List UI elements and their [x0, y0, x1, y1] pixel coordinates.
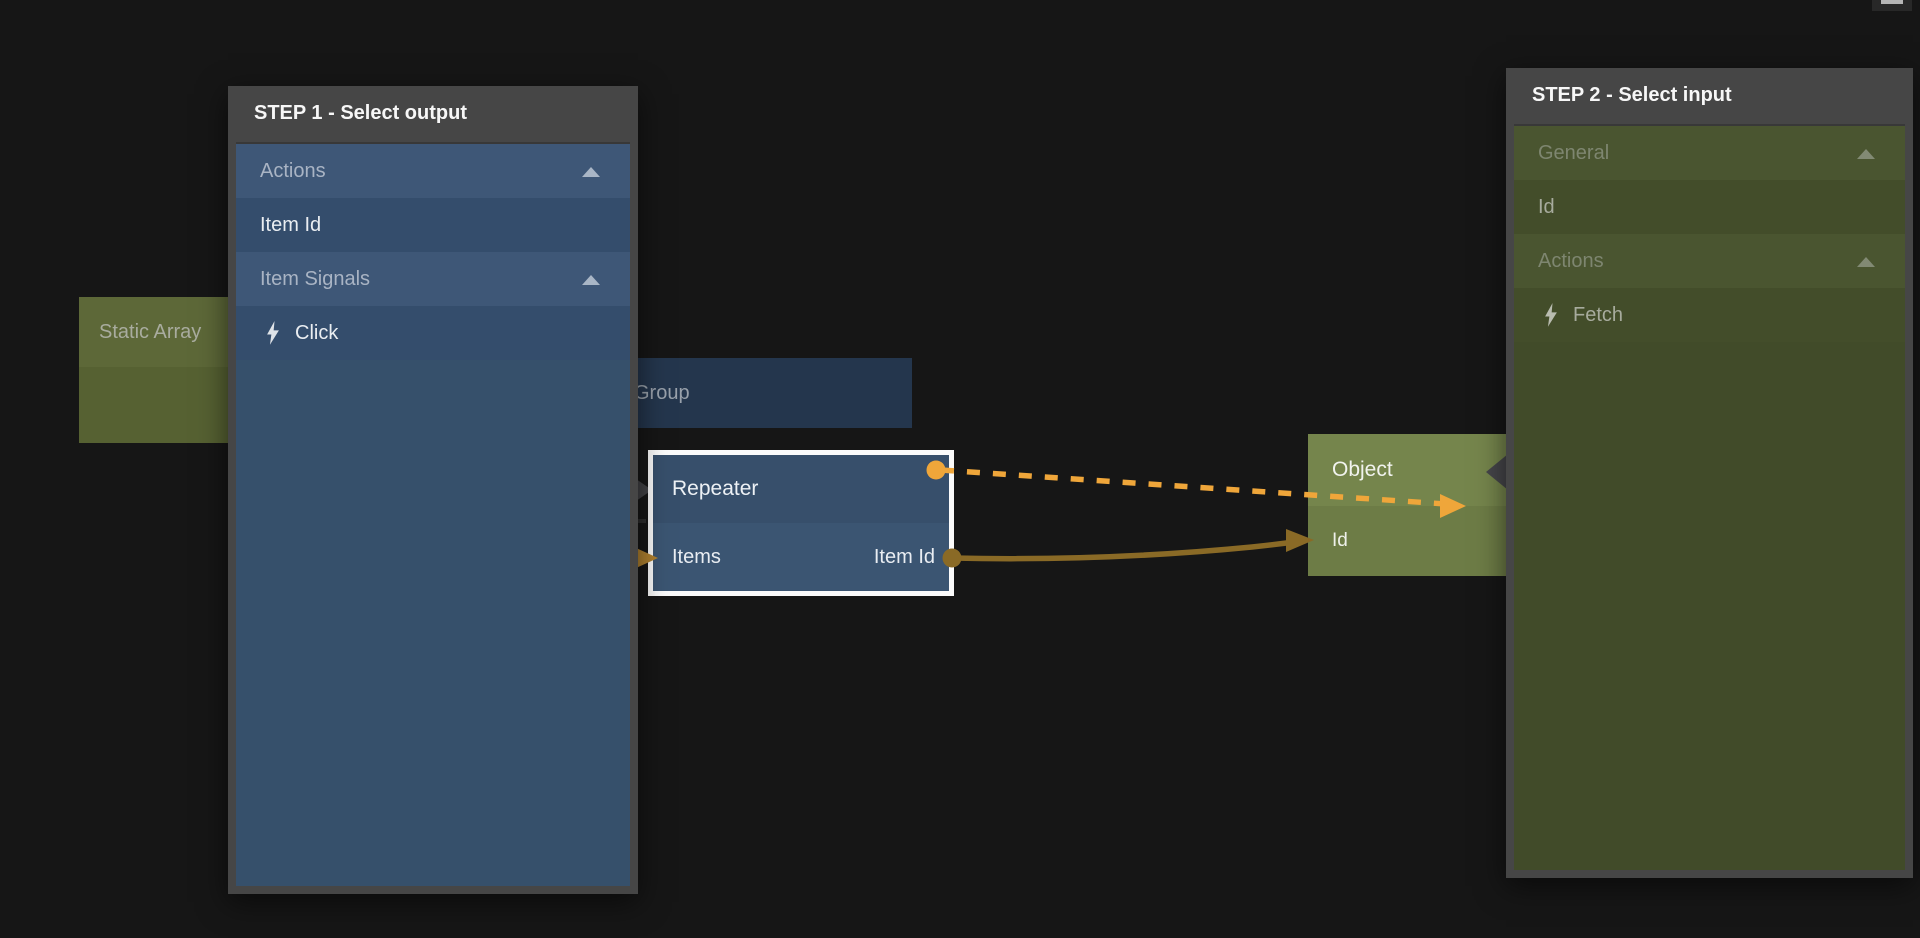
node-repeater-header: Repeater	[653, 455, 949, 523]
lightning-icon	[267, 321, 279, 345]
panel-title: STEP 1 - Select output	[254, 102, 467, 124]
step1-select-output-panel: STEP 1 - Select output Actions Item Id I…	[228, 86, 638, 894]
step1-options-list: Actions Item Id Item Signals Click	[236, 142, 630, 886]
wire-item-id-to-id	[951, 538, 1303, 562]
option-item-id[interactable]: Item Id	[236, 198, 630, 252]
node-title: Repeater	[672, 477, 759, 500]
option-fetch[interactable]: Fetch	[1514, 288, 1905, 342]
step2-select-input-panel: STEP 2 - Select input General Id Actions…	[1506, 68, 1913, 878]
caret-up-icon[interactable]	[1857, 149, 1875, 159]
input-port-id[interactable]: Id	[1332, 530, 1348, 551]
node-repeater-ports: Items Item Id	[653, 523, 949, 591]
category-row-item-signals[interactable]: Item Signals	[236, 252, 630, 306]
output-port-item-id[interactable]: Item Id	[873, 545, 935, 568]
node-title: Object	[1332, 458, 1393, 481]
category-row-actions[interactable]: Actions	[1514, 234, 1905, 288]
node-title: Group	[634, 382, 690, 404]
step2-options-list: General Id Actions Fetch	[1514, 124, 1905, 870]
minimap-toggle[interactable]	[1872, 0, 1912, 11]
caret-up-icon[interactable]	[582, 167, 600, 177]
category-row-actions[interactable]: Actions	[236, 144, 630, 198]
caret-up-icon[interactable]	[582, 275, 600, 285]
minimap-grip-icon	[1881, 0, 1903, 4]
dim-connection-arrow-icon	[1486, 454, 1508, 490]
node-object[interactable]: Object Id	[1308, 434, 1508, 576]
node-repeater[interactable]: Repeater Items Item Id	[648, 450, 954, 596]
node-title: Static Array	[99, 321, 202, 343]
option-id[interactable]: Id	[1514, 180, 1905, 234]
option-click[interactable]: Click	[236, 306, 630, 360]
node-object-ports: Id	[1308, 506, 1508, 576]
panel-title: STEP 2 - Select input	[1532, 84, 1732, 106]
lightning-icon	[1545, 303, 1557, 327]
caret-up-icon[interactable]	[1857, 257, 1875, 267]
input-port-items[interactable]: Items	[672, 545, 721, 568]
node-object-header: Object	[1308, 434, 1508, 506]
category-row-general[interactable]: General	[1514, 126, 1905, 180]
